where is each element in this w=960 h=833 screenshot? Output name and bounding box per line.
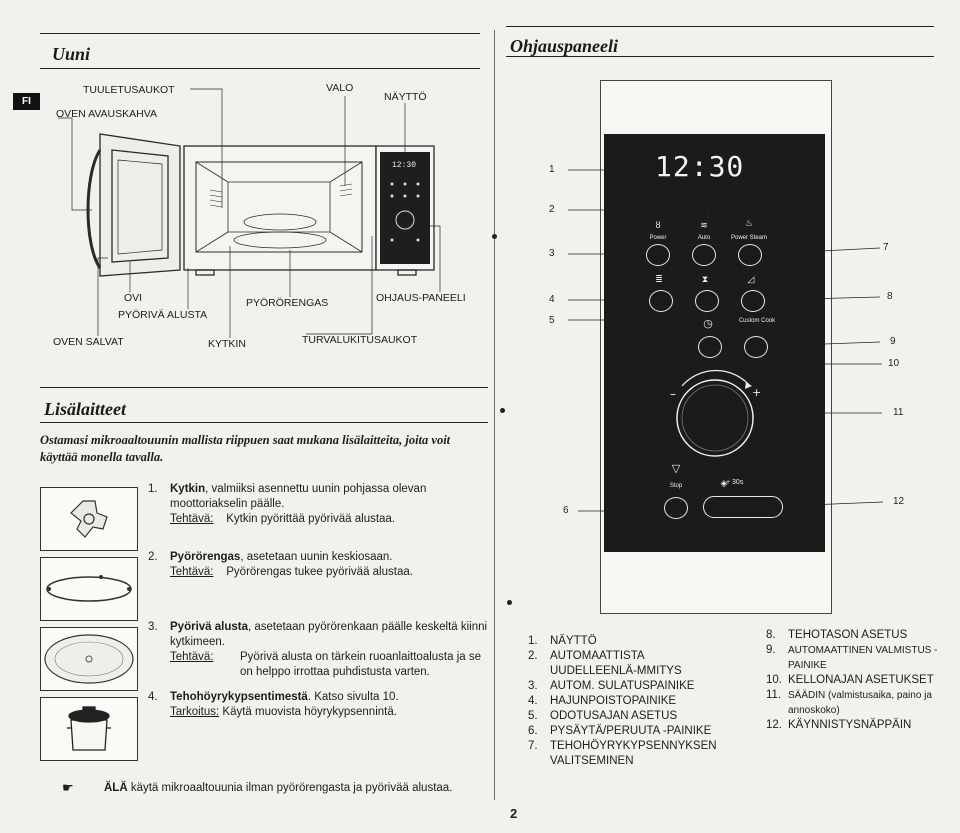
page-number: 2 — [510, 806, 518, 821]
callout-6: 6 — [563, 505, 569, 516]
label-vents: TUULETUSAUKOT — [83, 84, 175, 96]
label-roller-ring: PYÖRÖRENGAS — [246, 297, 329, 309]
callout-lines — [568, 169, 884, 512]
deodorize-icon: ◿ — [747, 274, 755, 284]
defrost-button[interactable] — [649, 290, 673, 312]
callout-4: 4 — [549, 294, 555, 305]
warning-note: ÄLÄ käytä mikroaaltouunia ilman pyörören… — [104, 782, 453, 794]
legend-item: 4.HAJUNPOISTOPAINIKE — [528, 695, 677, 707]
svg-text:–: – — [670, 387, 676, 401]
callout-11: 11 — [893, 407, 904, 418]
legend-item: 1.NÄYTTÖ — [528, 635, 597, 647]
defrost-icon: ≣ — [655, 274, 663, 284]
label-turntable: PYÖRIVÄ ALUSTA — [118, 309, 208, 321]
power-level-button[interactable] — [646, 244, 670, 266]
auto-label: Auto — [697, 235, 711, 241]
stop-icon: ▽ — [671, 463, 681, 475]
label-coupler: KYTKIN — [208, 338, 246, 350]
callout-3: 3 — [549, 248, 555, 259]
label-display: NÄYTTÖ — [384, 91, 427, 103]
selector-dial[interactable]: – + — [660, 364, 770, 464]
standing-time-button[interactable] — [695, 290, 719, 312]
callout-5: 5 — [549, 315, 555, 326]
pointing-hand-icon: ☛ — [62, 780, 74, 795]
callout-9: 9 — [890, 336, 896, 347]
accessories-intro: Ostamasi mikroaaltouunin mallista riippu… — [40, 433, 451, 464]
roller-ring-image — [40, 557, 138, 621]
panel-display: 12:30 — [655, 150, 745, 183]
start-button[interactable] — [703, 496, 783, 518]
power-steam-button[interactable] — [738, 244, 762, 266]
deodorize-button[interactable] — [741, 290, 765, 312]
hourglass-icon: ⧗ — [701, 274, 709, 284]
accessories-title: Lisälaitteet — [44, 399, 126, 419]
callout-2: 2 — [549, 204, 555, 215]
control-panel-title: Ohjauspaneeli — [510, 36, 619, 56]
callout-7: 7 — [883, 242, 889, 253]
oven-illustration: 12:30 — [58, 88, 441, 338]
legend-item: 2.AUTOMAATTISTA UUDELLEENLÄ-MMITYS — [528, 650, 682, 677]
legend-item: 6.PYSÄYTÄ/PERUUTA -PAINIKE — [528, 725, 712, 737]
power-steam-label: Power Steam — [730, 235, 767, 241]
oven-section-title: Uuni — [52, 44, 91, 64]
legend-right: 8.TEHOTASON ASETUS 9.AUTOMAATTINEN VALMI… — [766, 628, 951, 733]
label-safety-interlocks: TURVALUKITUSAUKOT — [302, 334, 418, 346]
stop-cancel-button[interactable] — [664, 497, 688, 519]
svg-text:+: + — [752, 386, 761, 399]
legend-left: 1.NÄYTTÖ 2.AUTOMAATTISTA UUDELLEENLÄ-MMI… — [528, 634, 758, 769]
power-icon: ȣ — [655, 220, 661, 230]
legend-item: 8.TEHOTASON ASETUS — [766, 629, 908, 641]
custom-cook-label: Custom Cook — [738, 318, 776, 324]
start-label: + 30s — [726, 479, 744, 486]
legend-item: 3.AUTOM. SULATUSPAINIKE — [528, 680, 695, 692]
start-icon: ◈ — [720, 478, 728, 488]
callout-8: 8 — [887, 291, 893, 302]
legend-item: 5.ODOTUSAJAN ASETUS — [528, 710, 678, 722]
label-door-handle: OVEN AVAUSKAHVA — [56, 108, 157, 120]
legend-item: 12.KÄYNNISTYSNÄPPÄIN — [766, 719, 912, 731]
power-label: Power — [649, 235, 667, 241]
auto-reheat-button[interactable] — [692, 244, 716, 266]
legend-item: 7.TEHOHÖYRYKYPSENNYKSEN VALITSEMINEN — [528, 740, 717, 767]
custom-cook-button[interactable] — [744, 336, 768, 358]
auto-reheat-icon: ≋ — [700, 220, 708, 230]
callout-12: 12 — [893, 496, 905, 507]
legend-item: 10.KELLONAJAN ASETUKSET — [766, 674, 934, 686]
callout-1: 1 — [549, 164, 555, 175]
label-control-panel: OHJAUS-PANEELI — [376, 292, 466, 304]
legend-item: 11.SÄÄDIN (valmistusaika, paino ja annos… — [766, 689, 932, 716]
callout-10: 10 — [888, 358, 900, 369]
coupler-image — [40, 487, 138, 551]
steamer-icon: ♨ — [744, 218, 754, 228]
label-light: VALO — [326, 82, 354, 94]
steamer-image — [40, 697, 138, 761]
language-tab: FI — [13, 93, 40, 110]
clock-button[interactable] — [698, 336, 722, 358]
stop-label: Stop — [669, 483, 683, 489]
turntable-image — [40, 627, 138, 691]
label-door: OVI — [124, 292, 143, 304]
oven-display-text: 12:30 — [392, 161, 416, 170]
clock-icon: ◷ — [703, 318, 713, 330]
label-door-latches: OVEN SALVAT — [53, 336, 124, 348]
legend-item: 9.AUTOMAATTINEN VALMISTUS - PAINIKE — [766, 644, 938, 671]
